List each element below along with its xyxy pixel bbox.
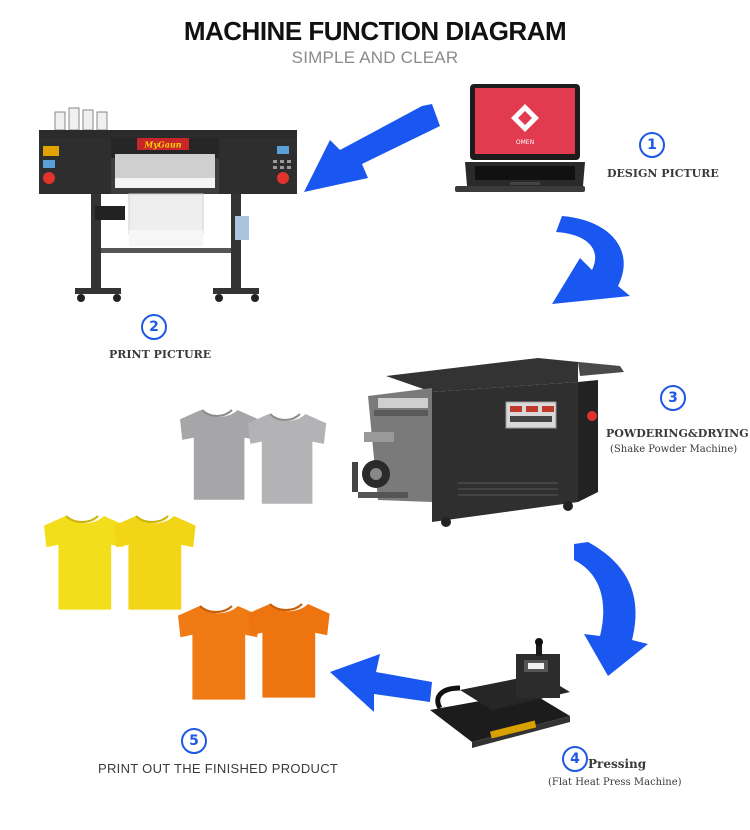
tshirt-icon xyxy=(180,409,327,504)
page-subtitle: SIMPLE AND CLEAR xyxy=(291,48,459,67)
laptop-brand-text: OMEN xyxy=(516,139,534,146)
step-5-number: 5 xyxy=(181,728,207,754)
shaker-dryer-icon xyxy=(352,358,624,527)
arrow-icon xyxy=(330,654,432,712)
step-2-number: 2 xyxy=(141,314,167,340)
tshirt-icon xyxy=(178,603,330,700)
step-1-number: 1 xyxy=(639,132,665,158)
laptop-icon: OMEN xyxy=(455,84,585,192)
dtf-printer-icon: MyGaun xyxy=(39,107,297,302)
printer-brand-text: MyGaun xyxy=(143,140,181,150)
step-4-number: 4 xyxy=(562,746,588,772)
step-4-sublabel: (Flat Heat Press Machine) xyxy=(548,777,682,788)
step-3-number: 3 xyxy=(660,385,686,411)
step-3-label: POWDERING&DRYING xyxy=(606,427,749,440)
heat-press-icon xyxy=(430,638,570,748)
step-2-label: PRINT PICTURE xyxy=(109,348,212,361)
step-4-label: Pressing xyxy=(588,757,647,771)
tshirt-icon xyxy=(44,515,196,610)
page-title: MACHINE FUNCTION DIAGRAM xyxy=(183,16,567,46)
arrow-icon xyxy=(304,104,440,192)
step-5-label: PRINT OUT THE FINISHED PRODUCT xyxy=(98,761,339,776)
arrow-icon xyxy=(574,542,648,676)
step-1-label: DESIGN PICTURE xyxy=(607,167,719,180)
arrow-icon xyxy=(552,216,630,304)
step-3-sublabel: (Shake Powder Machine) xyxy=(610,444,738,455)
